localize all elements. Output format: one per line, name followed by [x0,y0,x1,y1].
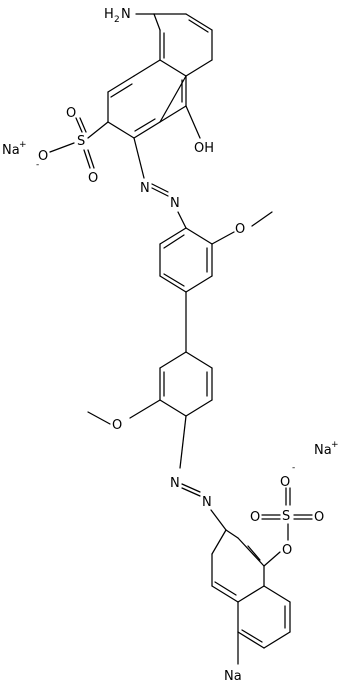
bottom-naphthalene [211,529,291,665]
hydroxyl-label: OH [194,141,214,156]
amino-subscript: 2 [114,15,120,25]
top-naphthalene [87,13,213,179]
methoxy1-o-label: O [235,222,245,237]
sulfonate-o2-label: O [88,171,98,186]
azo-bridge-2: N N [170,415,227,531]
azo1-n2-label: N [170,196,180,211]
sulfonate-charge: - [36,160,39,170]
sulfonate-o1-label: O [66,106,76,121]
azo2-n2-label: N [202,495,212,510]
sulfate-o3-label: O [314,510,324,525]
amino-h-label: H [104,7,114,22]
lower-benzene-ring [87,351,213,425]
sulfate-s-label: S [282,509,290,524]
sulfonate-s-label: S [77,134,85,149]
sulfate-charge: - [292,463,295,473]
sulfonate-ominus-label: O [38,149,48,164]
amino-n-label: N [121,7,131,22]
sulfate-o1-label: O [280,475,290,490]
sodium-ion-1-charge: + [19,140,27,150]
azo-bridge-1: N N [140,181,187,229]
sodium-ion-2-charge: + [331,440,339,450]
sulfate-link-o-label: O [282,543,292,558]
upper-benzene-ring [159,211,273,293]
sulfonate-group: S O O O - [36,106,98,186]
azo2-n1-label: N [170,476,180,491]
sulfate-o2-label: O [250,510,260,525]
methoxy2-o-label: O [112,418,122,433]
azo1-n1-label: N [140,181,150,196]
sulfate-group: S O - O O O [250,463,324,567]
sodium-ion-2: Na [314,443,332,458]
sodium-ion-1: Na [2,143,20,158]
sodium-substituent: Na [224,669,242,684]
